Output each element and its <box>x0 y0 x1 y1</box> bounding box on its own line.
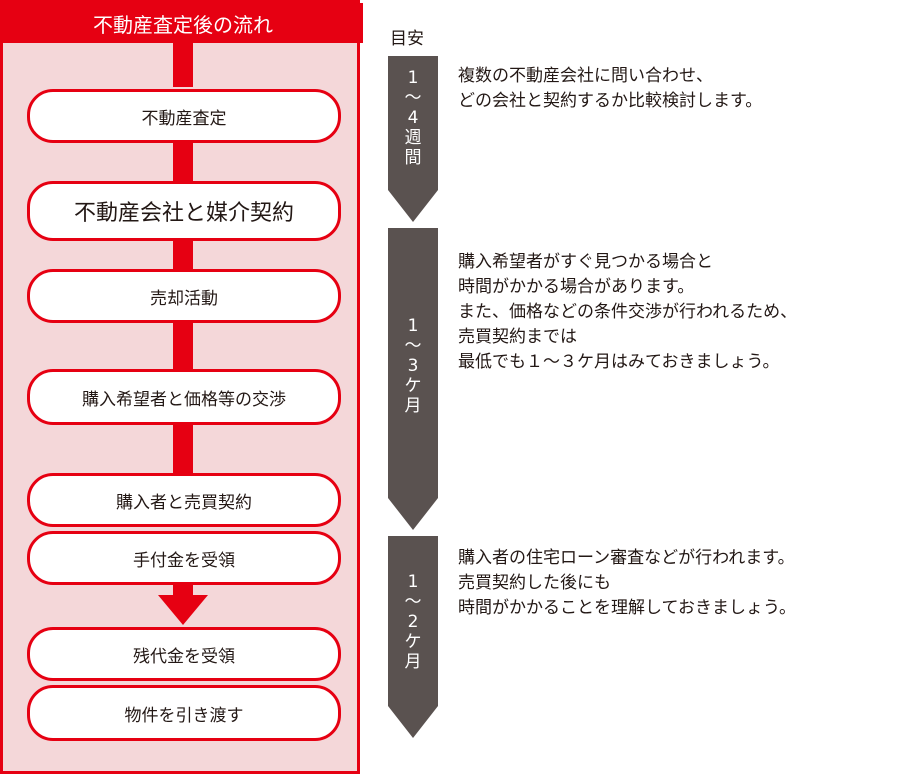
flow-title: 不動産査定後の流れ <box>3 3 363 43</box>
description-line: 購入希望者がすぐ見つかる場合と <box>458 252 713 272</box>
duration-arrow-1: 1 〜 4 週 間 <box>388 56 438 222</box>
duration-char: 2 <box>407 612 419 632</box>
description-line: 時間がかかることを理解しておきましょう。 <box>458 598 796 618</box>
description-line: 最低でも１〜３ケ月はみておきましょう。 <box>458 352 780 372</box>
duration-arrow-shape <box>388 56 438 222</box>
duration-arrow-3: 1 〜 2 ケ 月 <box>388 536 438 738</box>
flow-spine <box>173 583 193 597</box>
description-line: どの会社と契約するか比較検討します。 <box>458 91 763 111</box>
description-line: 複数の不動産会社に問い合わせ、 <box>458 66 713 86</box>
description-2: 購入希望者がすぐ見つかる場合と 時間がかかる場合があります。 また、価格などの条… <box>458 250 797 375</box>
step-deposit: 手付金を受領 <box>27 531 341 585</box>
description-line: また、価格などの条件交渉が行われるため、 <box>458 302 798 322</box>
flow-spine <box>173 143 193 183</box>
description-line: 購入者の住宅ローン審査などが行われます。 <box>458 548 795 568</box>
duration-arrow-shape <box>388 536 438 738</box>
duration-label-2: 1 〜 3 ケ 月 <box>388 316 438 416</box>
duration-char: 〜 <box>404 592 422 612</box>
step-balance: 残代金を受領 <box>27 627 341 681</box>
duration-char: 4 <box>407 108 419 128</box>
duration-char: 月 <box>404 652 422 672</box>
timeline-header: 目安 <box>390 29 424 49</box>
duration-char: ケ <box>404 376 422 396</box>
duration-char: 月 <box>404 396 422 416</box>
step-sales-contract: 購入者と売買契約 <box>27 473 341 527</box>
step-brokerage-contract: 不動産会社と媒介契約 <box>27 181 341 241</box>
description-1: 複数の不動産会社に問い合わせ、 どの会社と契約するか比較検討します。 <box>458 64 762 114</box>
duration-char: 1 <box>407 316 419 336</box>
duration-label-1: 1 〜 4 週 間 <box>388 68 438 168</box>
step-appraisal: 不動産査定 <box>27 89 341 143</box>
step-handover: 物件を引き渡す <box>27 685 341 741</box>
step-price-negotiation: 購入希望者と価格等の交渉 <box>27 369 341 425</box>
description-line: 売買契約した後にも <box>458 573 611 593</box>
flow-spine <box>173 323 193 371</box>
duration-char: 〜 <box>404 88 422 108</box>
duration-char: 週 <box>404 128 422 148</box>
flow-arrowhead <box>158 595 208 625</box>
duration-char: 間 <box>404 148 422 168</box>
duration-char: 1 <box>407 572 419 592</box>
duration-char: 1 <box>407 68 419 88</box>
description-line: 売買契約までは <box>458 327 577 347</box>
flow-spine <box>173 43 193 87</box>
flow-spine <box>173 241 193 269</box>
duration-arrow-shape <box>388 228 438 530</box>
description-line: 時間がかかる場合があります。 <box>458 277 695 297</box>
duration-char: 〜 <box>404 336 422 356</box>
description-3: 購入者の住宅ローン審査などが行われます。 売買契約した後にも 時間がかかることを… <box>458 546 796 621</box>
duration-char: ケ <box>404 632 422 652</box>
step-sales-activity: 売却活動 <box>27 269 341 323</box>
flow-spine <box>173 425 193 473</box>
duration-label-3: 1 〜 2 ケ 月 <box>388 572 438 672</box>
flow-panel: 不動産査定後の流れ 不動産査定 不動産会社と媒介契約 売却活動 購入希望者と価格… <box>0 0 363 774</box>
duration-arrow-2: 1 〜 3 ケ 月 <box>388 228 438 530</box>
duration-char: 3 <box>407 356 419 376</box>
